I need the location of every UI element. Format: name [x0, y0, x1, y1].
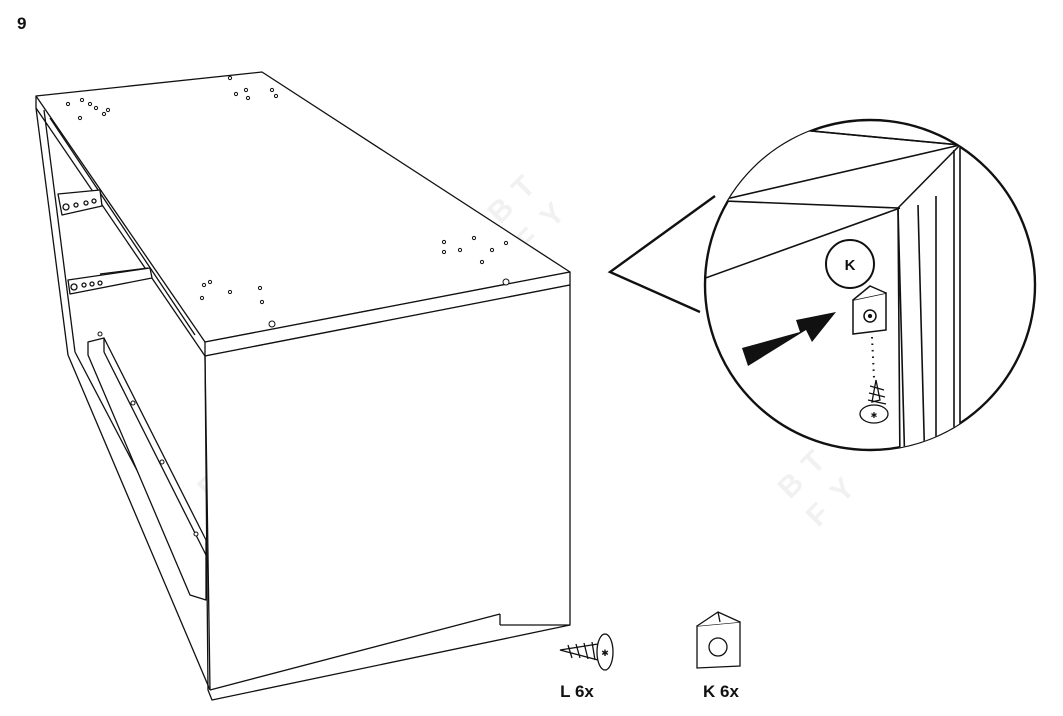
- part-k-label-circle: [825, 239, 875, 289]
- callout-letter: K: [845, 257, 856, 274]
- cabinet: [35, 71, 571, 701]
- svg-text:T: T: [796, 445, 832, 481]
- screw-icon: ✱: [559, 633, 614, 671]
- screw-detail-icon: ✱: [859, 379, 889, 424]
- drawer-runner-lower: [67, 267, 153, 295]
- top-panel-holes: [65, 75, 510, 537]
- detail-callout: K ✱: [607, 118, 1037, 452]
- corner-bracket-detail: [852, 285, 887, 335]
- svg-text:✱: ✱: [871, 411, 878, 420]
- drawer-runner-upper: [57, 189, 103, 216]
- corner-bracket-icon: [696, 611, 741, 669]
- parts-list: ✱ L 6x K 6x: [559, 611, 741, 701]
- callout-pointer: [607, 195, 716, 314]
- part-k-label: K 6x: [703, 682, 739, 701]
- svg-text:Y: Y: [824, 472, 861, 509]
- part-l: ✱ L 6x: [559, 633, 614, 701]
- insertion-arrow: [742, 312, 836, 366]
- part-l-label: L 6x: [560, 682, 594, 701]
- step-number: 9: [17, 14, 27, 33]
- svg-text:Y: Y: [534, 197, 571, 234]
- svg-text:✱: ✱: [601, 648, 609, 658]
- part-k: K 6x: [696, 611, 741, 701]
- cabinet-bottom-rail: [87, 337, 207, 601]
- svg-text:B: B: [772, 466, 811, 505]
- cabinet-side-panel: [204, 284, 571, 701]
- svg-text:T: T: [506, 170, 542, 206]
- svg-text:F: F: [800, 497, 836, 533]
